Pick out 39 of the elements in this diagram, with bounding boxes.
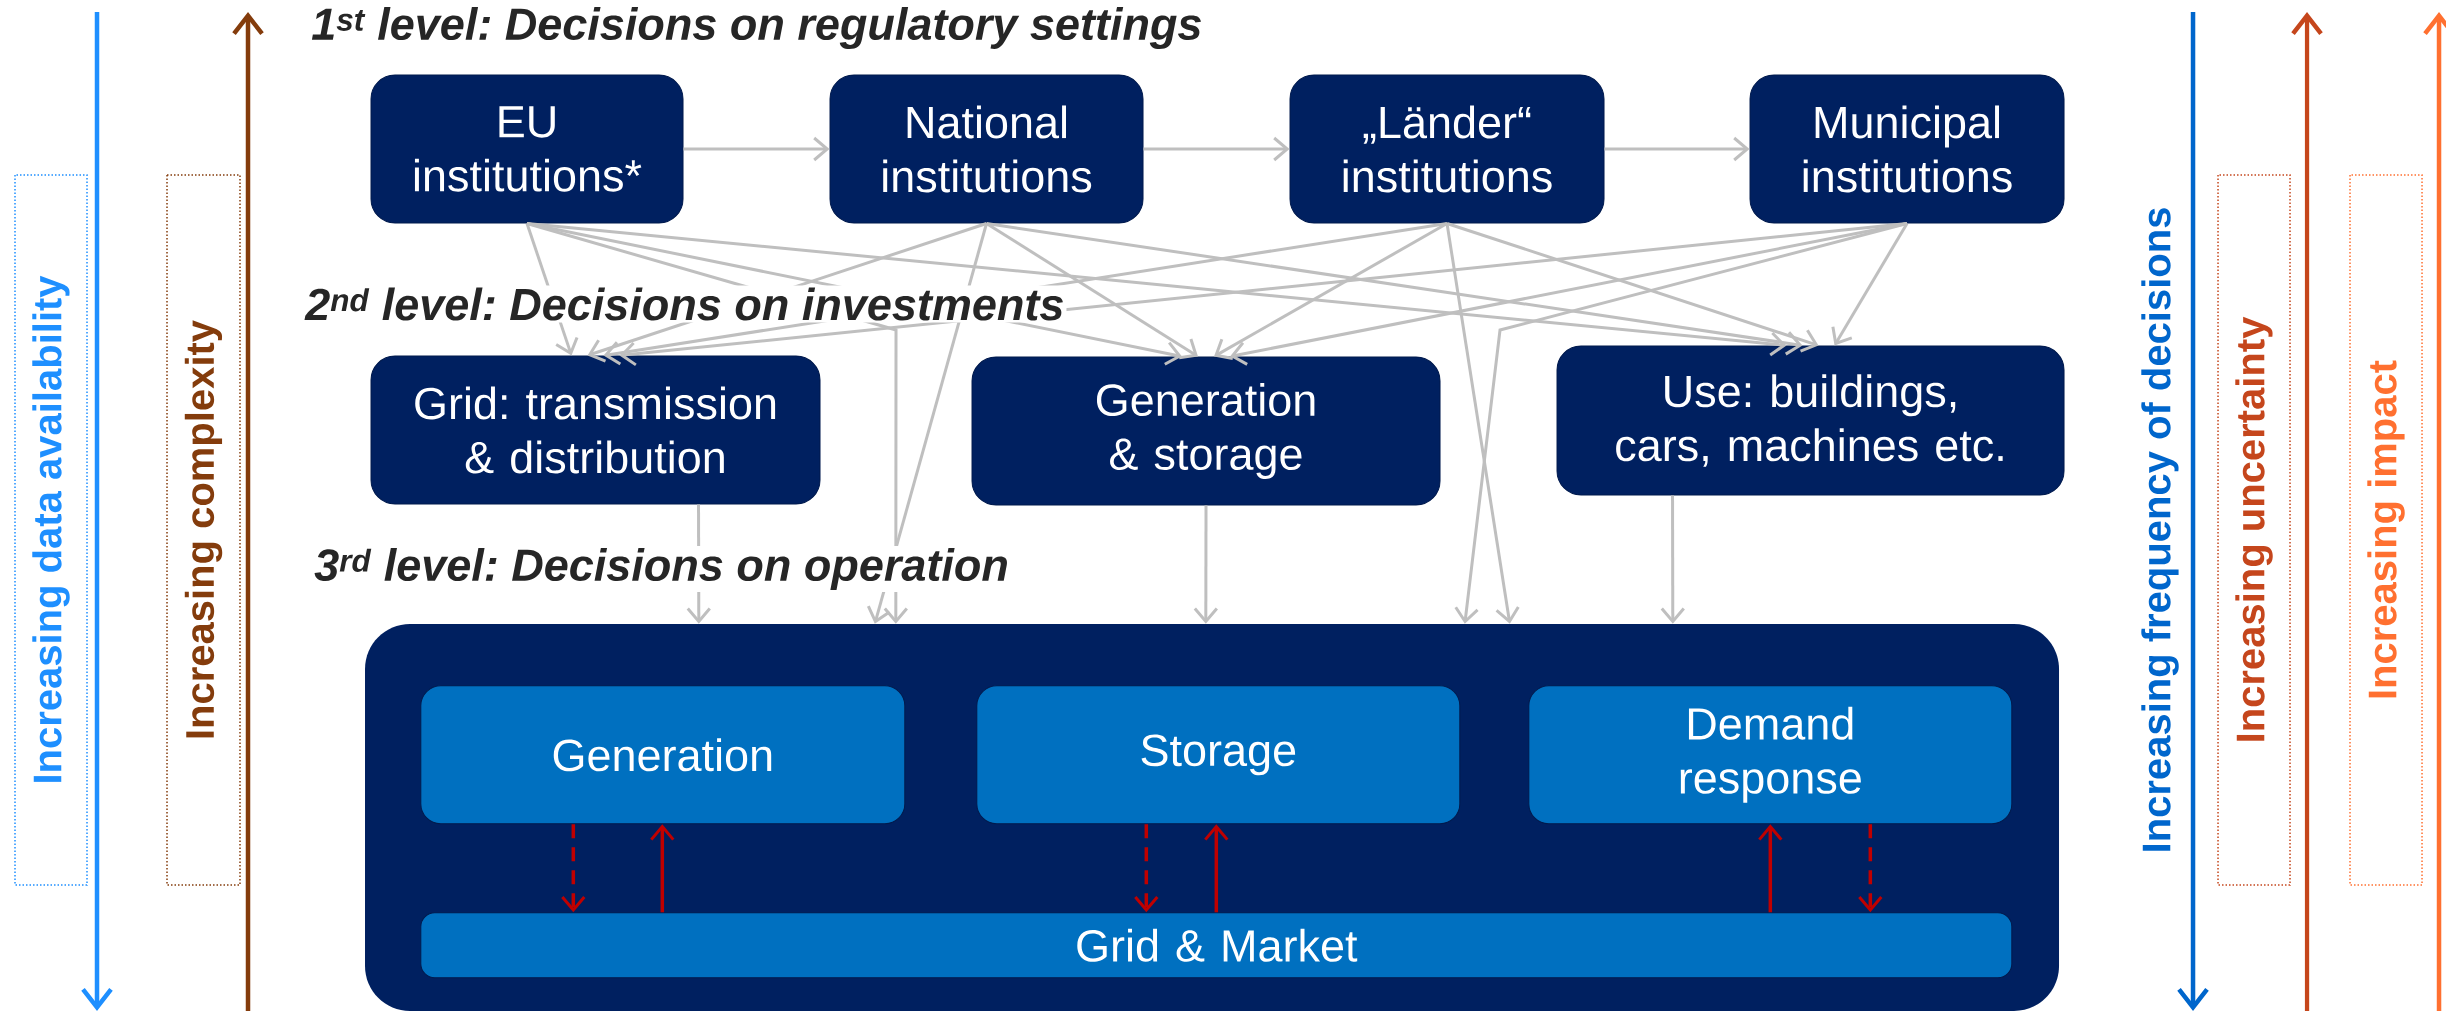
decision-box: Municipal institutions <box>1749 74 2065 224</box>
arrow <box>1445 223 1520 624</box>
decision-box: Use: buildings, cars, machines etc. <box>1556 345 2065 496</box>
axis-label-box: Increasing uncertainty <box>2217 174 2291 886</box>
arrow <box>1214 222 1448 360</box>
level-heading: 2$^{nd}$ level: Decisions on investments <box>303 285 1067 323</box>
decision-box: „Länder“ institutions <box>1289 74 1605 224</box>
level-heading: 1$^{st}$ level: Decisions on regulatory settings <box>309 5 1205 51</box>
process-box: Demand response <box>1528 685 2013 825</box>
arrow <box>1143 136 1290 162</box>
arrow <box>1660 495 1685 624</box>
process-box: Generation <box>420 685 906 825</box>
decision-box: Grid: transmission & distribution <box>370 355 821 505</box>
arrow <box>1831 222 1909 346</box>
axis-label-box: Increasing data availability <box>14 174 88 886</box>
arrow <box>1758 824 1783 913</box>
arrow <box>1204 824 1229 913</box>
arrow <box>1230 222 1908 366</box>
axis-label-box: Increasing impact <box>2349 174 2423 886</box>
arrow <box>986 222 1803 356</box>
arrow <box>985 222 1198 360</box>
market-bar: Grid & Market <box>420 912 2013 979</box>
arrow <box>1446 222 1819 353</box>
level-heading: 3$^{rd}$ level: Decisions on operation <box>312 546 1011 592</box>
arrow <box>1604 136 1750 162</box>
axis-label: Increasing frequency of decisions <box>2141 208 2179 851</box>
arrow <box>650 824 675 913</box>
arrow <box>1858 824 1883 913</box>
arrow <box>1193 505 1218 624</box>
arrow <box>1454 222 1908 624</box>
arrow <box>526 222 1787 357</box>
arrow <box>561 824 586 913</box>
arrow <box>683 136 830 162</box>
process-box: Storage <box>976 685 1461 825</box>
decision-box: EU institutions* <box>370 74 684 224</box>
decision-box: National institutions <box>829 74 1144 224</box>
axis-label-box: Increasing complexity <box>166 174 241 886</box>
arrow <box>1134 824 1159 913</box>
decision-box: Generation & storage <box>971 356 1441 506</box>
